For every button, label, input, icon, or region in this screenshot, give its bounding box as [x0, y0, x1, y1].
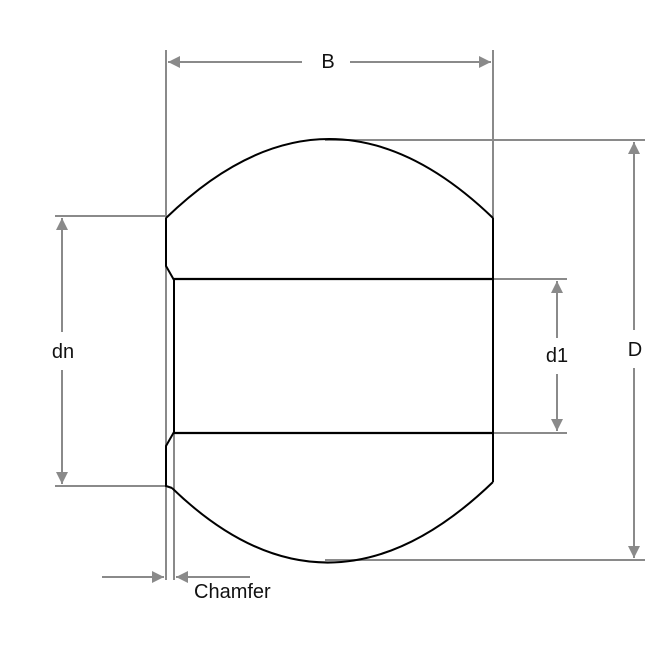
ball-left-side-with-chamfer: [165, 218, 175, 489]
bore: [174, 277, 493, 435]
label-d: D: [628, 339, 642, 361]
ball-bottom-arc: [171, 481, 494, 564]
label-d1: d1: [546, 345, 568, 367]
ball-outline: [165, 138, 494, 564]
ball-top-arc: [165, 138, 494, 219]
extension-lines: [55, 50, 645, 580]
dimension-lines: [56, 56, 640, 583]
label-dn: dn: [52, 341, 74, 363]
label-b: B: [321, 51, 334, 73]
label-chamfer: Chamfer: [194, 581, 271, 603]
